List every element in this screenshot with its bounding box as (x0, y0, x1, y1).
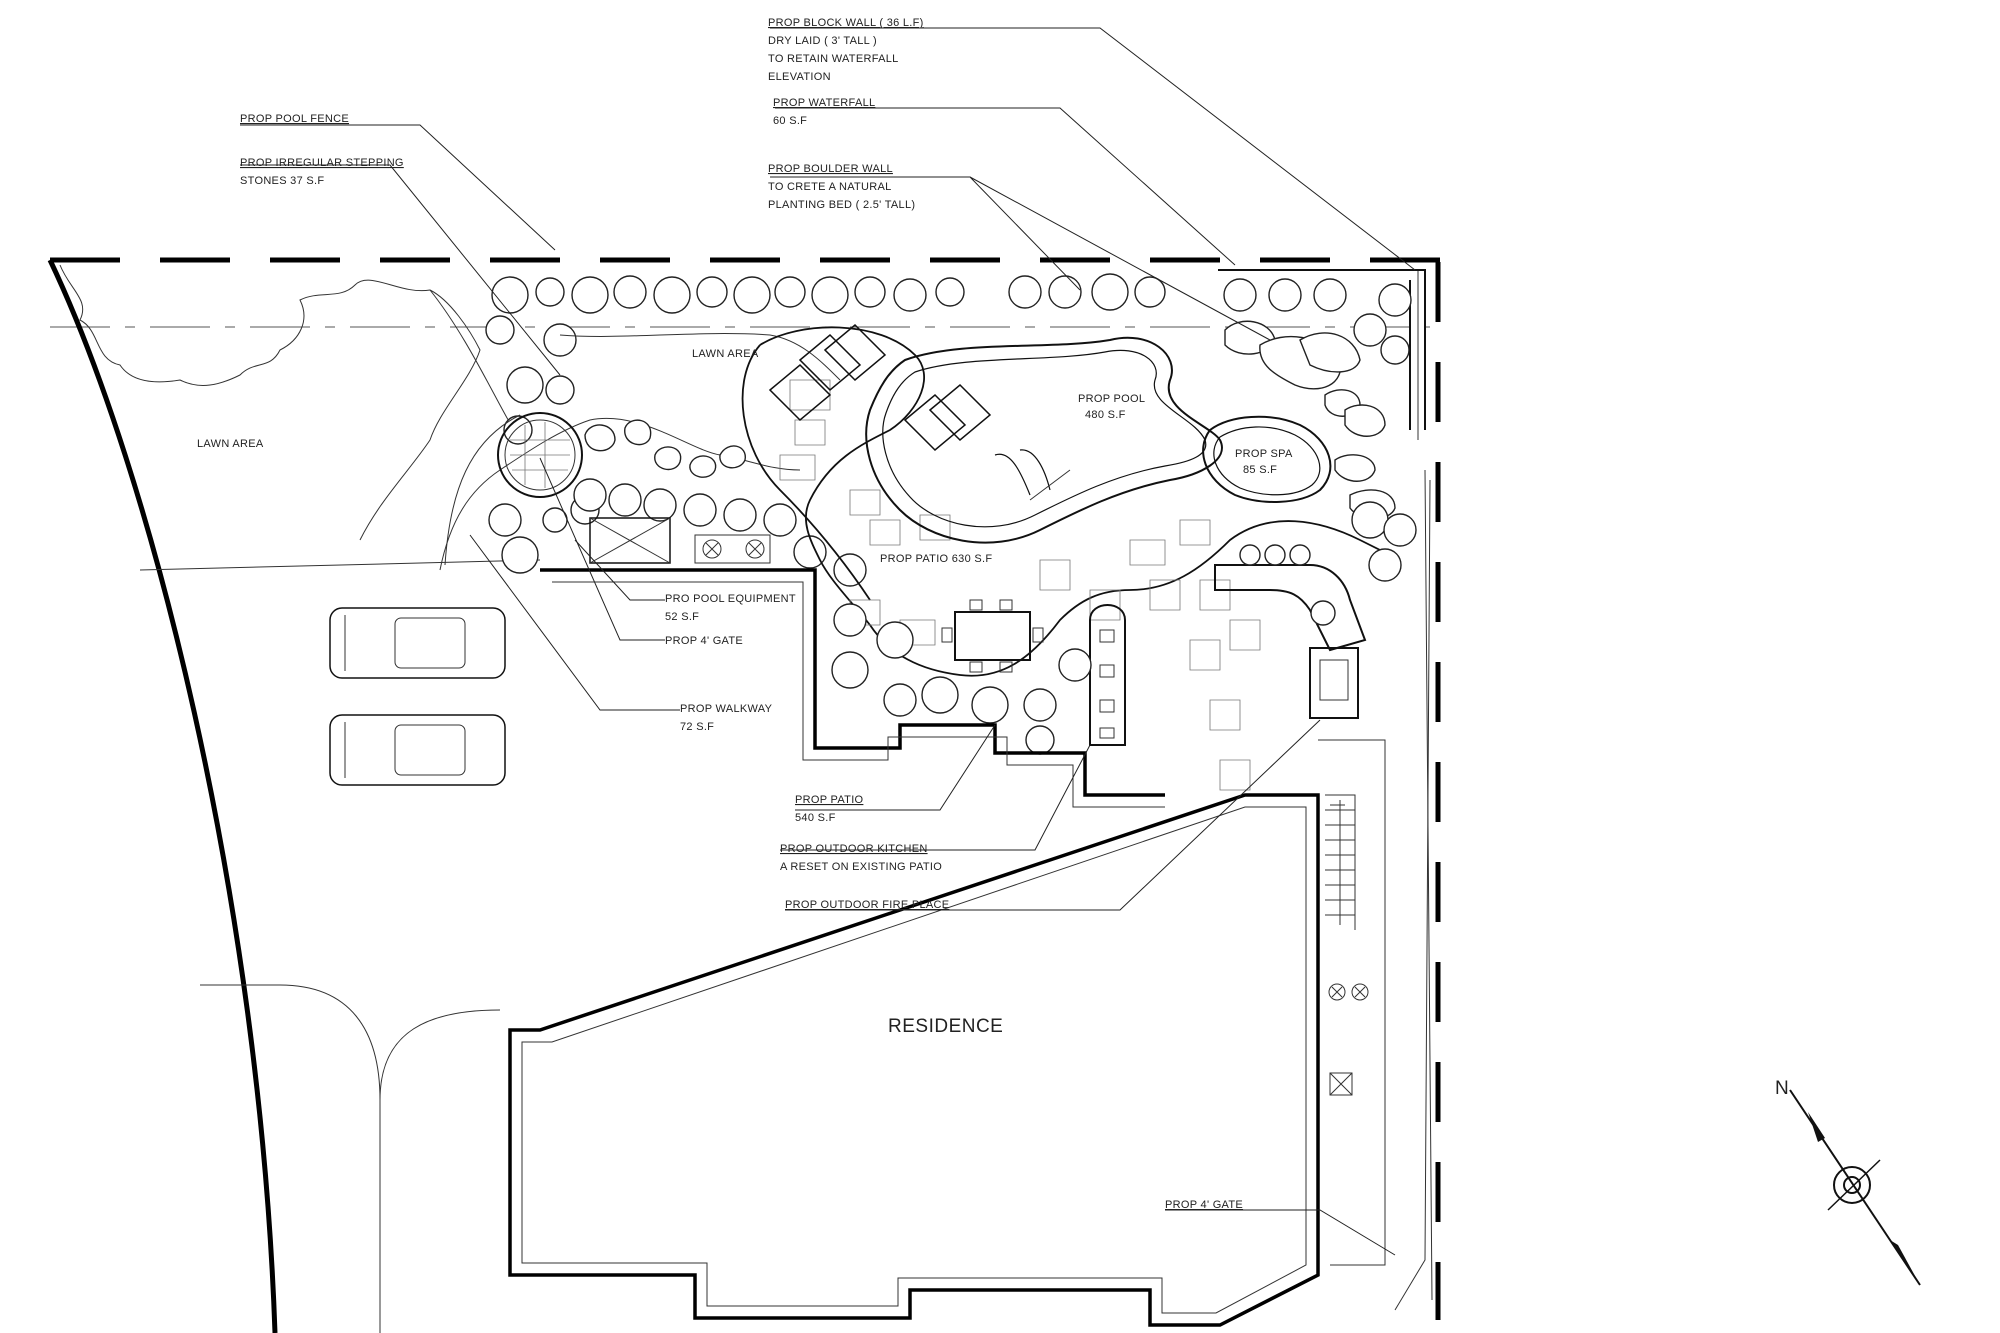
svg-text:STONES 37 S.F: STONES 37 S.F (240, 175, 324, 187)
stepping-stones (584, 419, 746, 478)
svg-text:ELEVATION: ELEVATION (768, 71, 831, 83)
outdoor-kitchen (1214, 544, 1367, 719)
west-boundary-line (47, 258, 278, 1333)
svg-text:72 S.F: 72 S.F (680, 721, 714, 733)
lounge-chairs-north (768, 323, 887, 422)
lounge-chairs-pool (903, 383, 992, 452)
pool-fence (1394, 270, 1433, 1311)
label-gate-bottom: PROP 4' GATE (1165, 1199, 1243, 1211)
parked-car-1 (329, 607, 506, 679)
label-boulder-wall: PROP BOULDER WALL TO CRETE A NATURAL PLA… (768, 163, 915, 211)
svg-text:540 S.F: 540 S.F (795, 812, 836, 824)
svg-text:PRO POOL EQUIPMENT: PRO POOL EQUIPMENT (665, 593, 796, 605)
dining-table (941, 599, 1044, 673)
svg-text:A RESET ON EXISTING PATIO: A RESET ON EXISTING PATIO (780, 861, 942, 873)
label-pool-equipment: PRO POOL EQUIPMENT 52 S.F (665, 593, 796, 623)
prop-pool (865, 336, 1223, 544)
kitchen-counter (1089, 604, 1126, 746)
residence-building (508, 568, 1320, 1327)
svg-text:PROP PATIO: PROP PATIO (795, 794, 864, 806)
svg-text:60 S.F: 60 S.F (773, 115, 807, 127)
svg-text:PLANTING BED ( 2.5' TALL): PLANTING BED ( 2.5' TALL) (768, 199, 915, 211)
property-line-top (50, 257, 1440, 328)
svg-text:PROP IRREGULAR STEPPING: PROP IRREGULAR STEPPING (240, 157, 404, 169)
label-pool: PROP POOL 480 S.F (1078, 393, 1145, 421)
label-outdoor-kitchen: PROP OUTDOOR KITCHEN A RESET ON EXISTING… (780, 843, 942, 873)
label-fire-place: PROP OUTDOOR FIRE PLACE (785, 899, 949, 911)
leader-lines (240, 27, 1416, 1256)
parked-car-2 (329, 714, 506, 786)
svg-text:52 S.F: 52 S.F (665, 611, 699, 623)
tree-canopy-outline (59, 264, 481, 541)
side-yard (1318, 739, 1386, 1266)
waterfall-boulders (1224, 320, 1396, 520)
svg-text:PROP BOULDER WALL: PROP BOULDER WALL (768, 163, 893, 175)
label-patio-540: PROP PATIO 540 S.F (795, 794, 864, 824)
svg-text:PROP OUTDOOR KITCHEN: PROP OUTDOOR KITCHEN (780, 843, 928, 855)
svg-text:480 S.F: 480 S.F (1085, 409, 1126, 421)
round-seating-area (497, 412, 583, 498)
patio-630 (741, 326, 1401, 791)
shrub-row-north (491, 273, 1347, 314)
label-lawn-area-top: LAWN AREA (692, 348, 759, 360)
label-pool-fence: PROP POOL FENCE (240, 113, 349, 125)
svg-text:PROP SPA: PROP SPA (1235, 448, 1293, 460)
svg-text:PROP POOL: PROP POOL (1078, 393, 1145, 405)
label-patio-630: PROP PATIO 630 S.F (880, 553, 992, 565)
svg-text:PROP WALKWAY: PROP WALKWAY (680, 703, 773, 715)
label-block-wall: PROP BLOCK WALL ( 36 L.F) DRY LAID ( 3' … (768, 17, 924, 83)
svg-text:PROP POOL FENCE: PROP POOL FENCE (240, 113, 349, 125)
svg-text:TO RETAIN WATERFALL: TO RETAIN WATERFALL (768, 53, 899, 65)
pool-equipment (589, 517, 771, 564)
label-residence: RESIDENCE (888, 1016, 1003, 1037)
north-label: N (1775, 1078, 1789, 1099)
label-spa: PROP SPA 85 S.F (1235, 448, 1293, 476)
svg-text:PROP BLOCK WALL ( 36 L.F): PROP BLOCK WALL ( 36 L.F) (768, 17, 924, 29)
svg-text:DRY LAID ( 3' TALL ): DRY LAID ( 3' TALL ) (768, 35, 877, 47)
prop-spa (1202, 415, 1332, 503)
shrub-cluster-east (1351, 283, 1417, 582)
patio-trees (831, 603, 1092, 755)
label-lawn-area-left: LAWN AREA (197, 438, 264, 450)
svg-text:TO CRETE A NATURAL: TO CRETE A NATURAL (768, 181, 892, 193)
svg-text:PROP WATERFALL: PROP WATERFALL (773, 97, 875, 109)
label-waterfall: PROP WATERFALL 60 S.F (773, 97, 875, 127)
north-arrow-icon: N (1775, 1078, 1921, 1286)
label-stepping-stones: PROP IRREGULAR STEPPING STONES 37 S.F (240, 157, 404, 187)
label-gate-top: PROP 4' GATE (665, 635, 743, 647)
svg-text:85 S.F: 85 S.F (1243, 464, 1277, 476)
label-walkway: PROP WALKWAY 72 S.F (680, 703, 773, 733)
